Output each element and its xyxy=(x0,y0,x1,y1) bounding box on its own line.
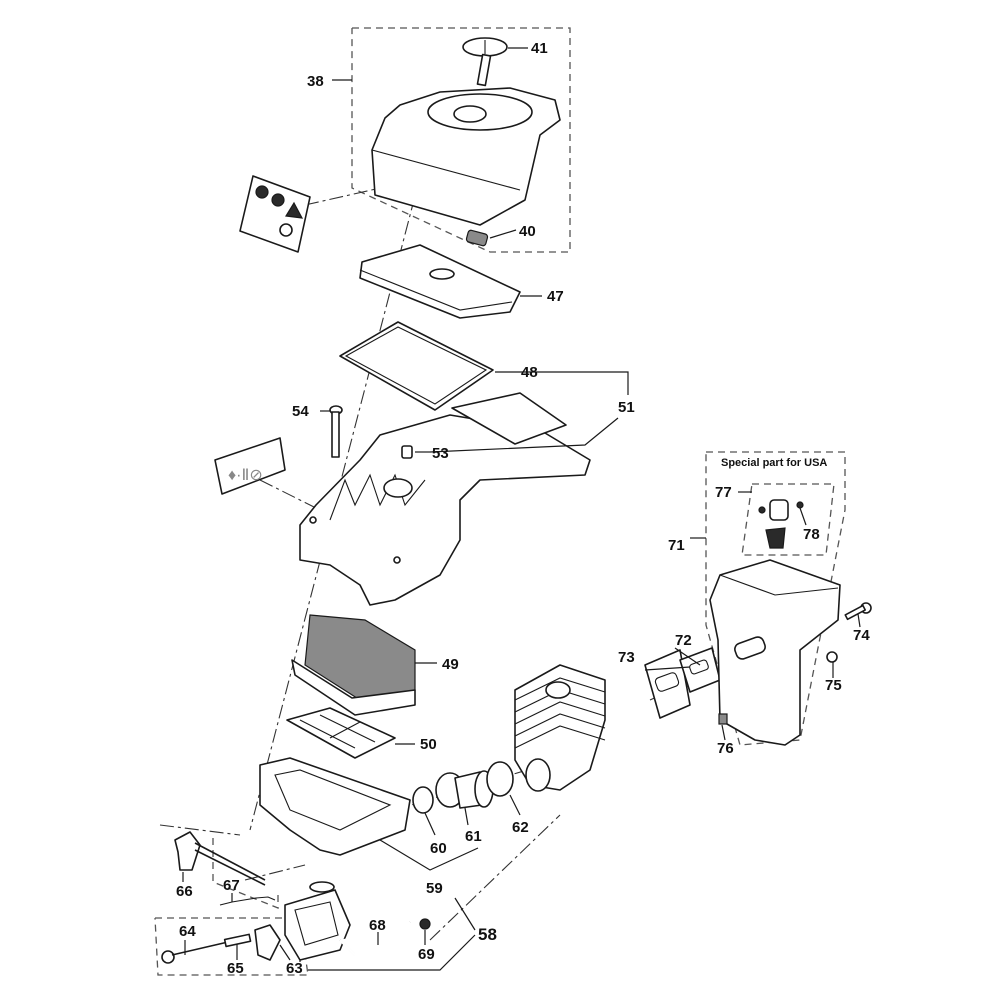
callout-61[interactable]: 61 xyxy=(465,828,482,845)
part-47-prefilter xyxy=(359,244,521,319)
part-66-choke-lever xyxy=(174,831,266,886)
part-54-bolt xyxy=(329,405,343,458)
group-note-usa: Special part for USA xyxy=(721,457,828,469)
part-38-cover xyxy=(371,87,561,226)
group-box-71 xyxy=(705,451,846,746)
callout-49[interactable]: 49 xyxy=(442,656,459,673)
carburettor xyxy=(284,881,351,961)
fuel-decal-icon: ♦·Ⅱ⊘ xyxy=(214,437,286,495)
group-box-67 xyxy=(212,838,279,909)
part-73-gasket xyxy=(644,649,691,719)
part-71-muffler xyxy=(709,559,841,746)
part-49-filter xyxy=(291,614,416,716)
part-65-sleeve xyxy=(223,933,252,948)
callout-73[interactable]: 73 xyxy=(618,649,635,666)
part-59-base xyxy=(259,757,411,856)
part-48-gasket xyxy=(339,321,494,411)
callout-76[interactable]: 76 xyxy=(717,740,734,757)
part-51-housing xyxy=(299,392,591,606)
centerline-rod xyxy=(244,864,306,881)
callout-53[interactable]: 53 xyxy=(432,445,449,462)
part-75-screw xyxy=(826,651,838,663)
callout-62[interactable]: 62 xyxy=(512,819,529,836)
part-61-boot xyxy=(435,770,494,809)
part-53-nipple xyxy=(401,445,413,459)
callout-75[interactable]: 75 xyxy=(825,677,842,694)
callout-40[interactable]: 40 xyxy=(519,223,536,240)
callout-69[interactable]: 69 xyxy=(418,946,435,963)
centerline-decal xyxy=(259,479,321,511)
callout-54[interactable]: 54 xyxy=(292,403,309,420)
part-40-nut xyxy=(465,229,489,247)
callout-72[interactable]: 72 xyxy=(675,632,692,649)
warning-decal-icon xyxy=(239,175,311,253)
part-74-bolt xyxy=(844,602,872,621)
callout-38[interactable]: 38 xyxy=(307,73,324,90)
part-63-gasket xyxy=(254,924,281,961)
part-50-grid xyxy=(286,707,396,759)
group-box-64-65 xyxy=(154,917,309,976)
part-69-nipple xyxy=(419,918,431,930)
part-41-knob xyxy=(462,37,508,87)
svg-text:♦·Ⅱ⊘: ♦·Ⅱ⊘ xyxy=(228,467,263,484)
callout-59[interactable]: 59 xyxy=(426,880,443,897)
part-64-bolt xyxy=(161,941,229,964)
callout-67[interactable]: 67 xyxy=(223,877,240,894)
callout-77[interactable]: 77 xyxy=(715,484,732,501)
callout-74[interactable]: 74 xyxy=(853,627,870,644)
callout-51[interactable]: 51 xyxy=(618,399,635,416)
callout-78[interactable]: 78 xyxy=(803,526,820,543)
callout-68[interactable]: 68 xyxy=(369,917,386,934)
callout-60[interactable]: 60 xyxy=(430,840,447,857)
centerline-main xyxy=(249,99,441,831)
callout-66[interactable]: 66 xyxy=(176,883,193,900)
cylinder xyxy=(514,664,606,792)
callout-47[interactable]: 47 xyxy=(547,288,564,305)
callout-48[interactable]: 48 xyxy=(521,364,538,381)
part-76-nut xyxy=(718,713,728,725)
part-77-screen-cover xyxy=(758,499,804,521)
callout-63[interactable]: 63 xyxy=(286,960,303,977)
group-box-77 xyxy=(741,483,835,556)
part-62-clamp xyxy=(486,761,514,797)
centerline-lever xyxy=(159,824,241,836)
callout-71[interactable]: 71 xyxy=(668,537,685,554)
callout-41[interactable]: 41 xyxy=(531,40,548,57)
part-68-fuel-hose xyxy=(339,921,411,957)
centerline-carb xyxy=(429,814,561,941)
group-box-38 xyxy=(351,27,571,253)
part-67-spring xyxy=(219,896,276,906)
callout-50[interactable]: 50 xyxy=(420,736,437,753)
part-78-spark-screen xyxy=(765,527,786,549)
callout-65[interactable]: 65 xyxy=(227,960,244,977)
part-60-ring xyxy=(412,786,434,814)
callout-58[interactable]: 58 xyxy=(478,925,497,944)
callout-64[interactable]: 64 xyxy=(179,923,196,940)
leader-lines xyxy=(182,47,861,971)
